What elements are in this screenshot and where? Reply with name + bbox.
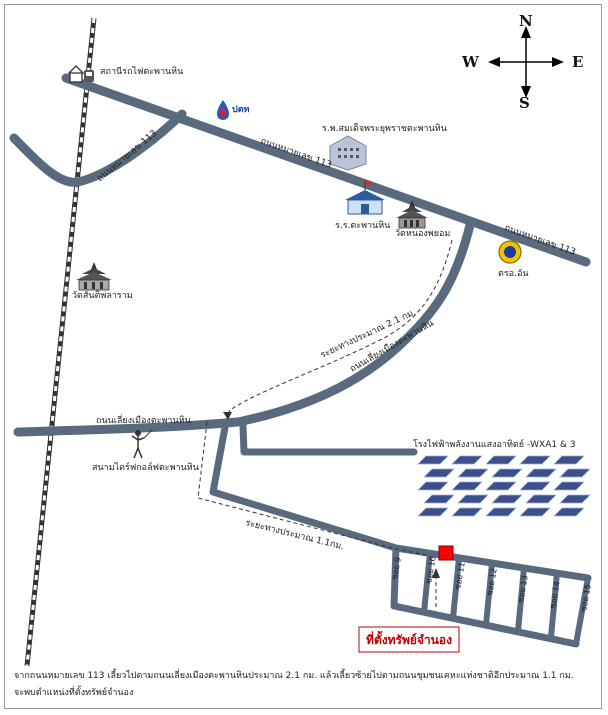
school-icon [345,180,385,215]
compass-north: N [519,12,533,30]
solar-panel [423,494,455,504]
temple-nongphayom-label: วัดหนองพยอม [395,229,450,239]
directions-line-1: จากถนนหมายเลข 113 เลี้ยวไปตามถนนเลี่ยงเม… [14,671,574,681]
solar-panel [451,455,483,465]
solar-farm-label: โรงไฟฟ้าพลังงานแสงอาทิตย์ -WXA1 & 3 [413,438,576,450]
temple-sanpharam-icon [76,262,112,291]
property-marker [438,545,454,561]
ptt-logo-icon: ปตท [217,100,250,120]
solar-farm-road [239,422,418,456]
solar-panel [559,468,591,478]
property-label: ที่ตั้งทรัพย์จำนอง [366,630,452,647]
soi-label: ซอย 11 [453,562,467,591]
solar-panel [519,455,551,465]
solar-panel [553,507,585,517]
soi-label: ซอย 13 [516,575,530,604]
solar-panel [457,468,489,478]
solar-panel [485,507,517,517]
hospital-icon [329,135,367,171]
solar-panel [491,494,523,504]
route-path [197,239,453,610]
solar-panel [417,455,449,465]
train-station-icon [67,65,94,83]
temple-icon [396,200,428,229]
train-station-label: สถานีรถไฟตะพานหิน [100,66,183,77]
map-frame [4,4,602,709]
compass-west: W [461,53,480,71]
solar-panel [417,481,449,491]
solar-panel [491,468,523,478]
route-arrow-up [432,568,440,578]
police-badge-icon [498,240,522,264]
soi-label: ซอย 12 [485,568,499,597]
solar-panel [553,455,585,465]
solar-panel [553,481,585,491]
directions-caption: จากถนนหมายเลข 113 เลี้ยวไปตามถนนเลี่ยงเม… [14,668,594,702]
solar-panel [519,481,551,491]
compass-rose: N S E W [461,12,583,112]
solar-panel [485,481,517,491]
temple-sanpharam-label: วัดสันติพลาราม [72,290,133,301]
bypass-lower-label: ถนนเลี่ยงเมืองตะพานหิน [96,413,191,426]
highway-113-branch-label: ถนนหมายเลข 113 [96,129,160,185]
compass-south: S [519,94,530,112]
solar-panel [485,455,517,465]
soi-label: ซอย 14 [548,581,562,610]
ptt-logo-text: ปตท [232,104,250,115]
directions-line-2: จะพบตำแหน่งที่ตั้งทรัพย์จำนอง [14,688,134,698]
solar-panel [559,494,591,504]
compass-east: E [572,53,583,71]
solar-panel [451,507,483,517]
golf-course-label: สนามไดร์ฟกอล์ฟตะพานหิน [92,461,199,473]
solar-panels-icon [417,455,591,517]
roads [9,73,592,648]
solar-panel [423,468,455,478]
solar-panel [417,507,449,517]
route-arrow [223,412,232,420]
police-label: ตรอ.อัน [498,269,529,279]
solar-panel [525,468,557,478]
hospital-label: ร.พ.สมเด็จพระยุพราชตะพานหิน [322,121,447,134]
soi-label: ซอย 15 [579,584,593,613]
solar-panel [457,494,489,504]
solar-panel [451,481,483,491]
bypass-road [13,220,475,437]
school-label: ร.ร.ตะพานหิน [335,220,390,231]
railway-line [24,17,97,667]
highway-113 [61,73,591,267]
highway-113-branch [9,109,187,187]
golfer-icon [131,429,153,459]
solar-panel [525,494,557,504]
soi-label: ซอย 9 [390,557,403,581]
property-label-box [358,626,460,653]
community-road [209,418,400,610]
solar-panel [519,507,551,517]
